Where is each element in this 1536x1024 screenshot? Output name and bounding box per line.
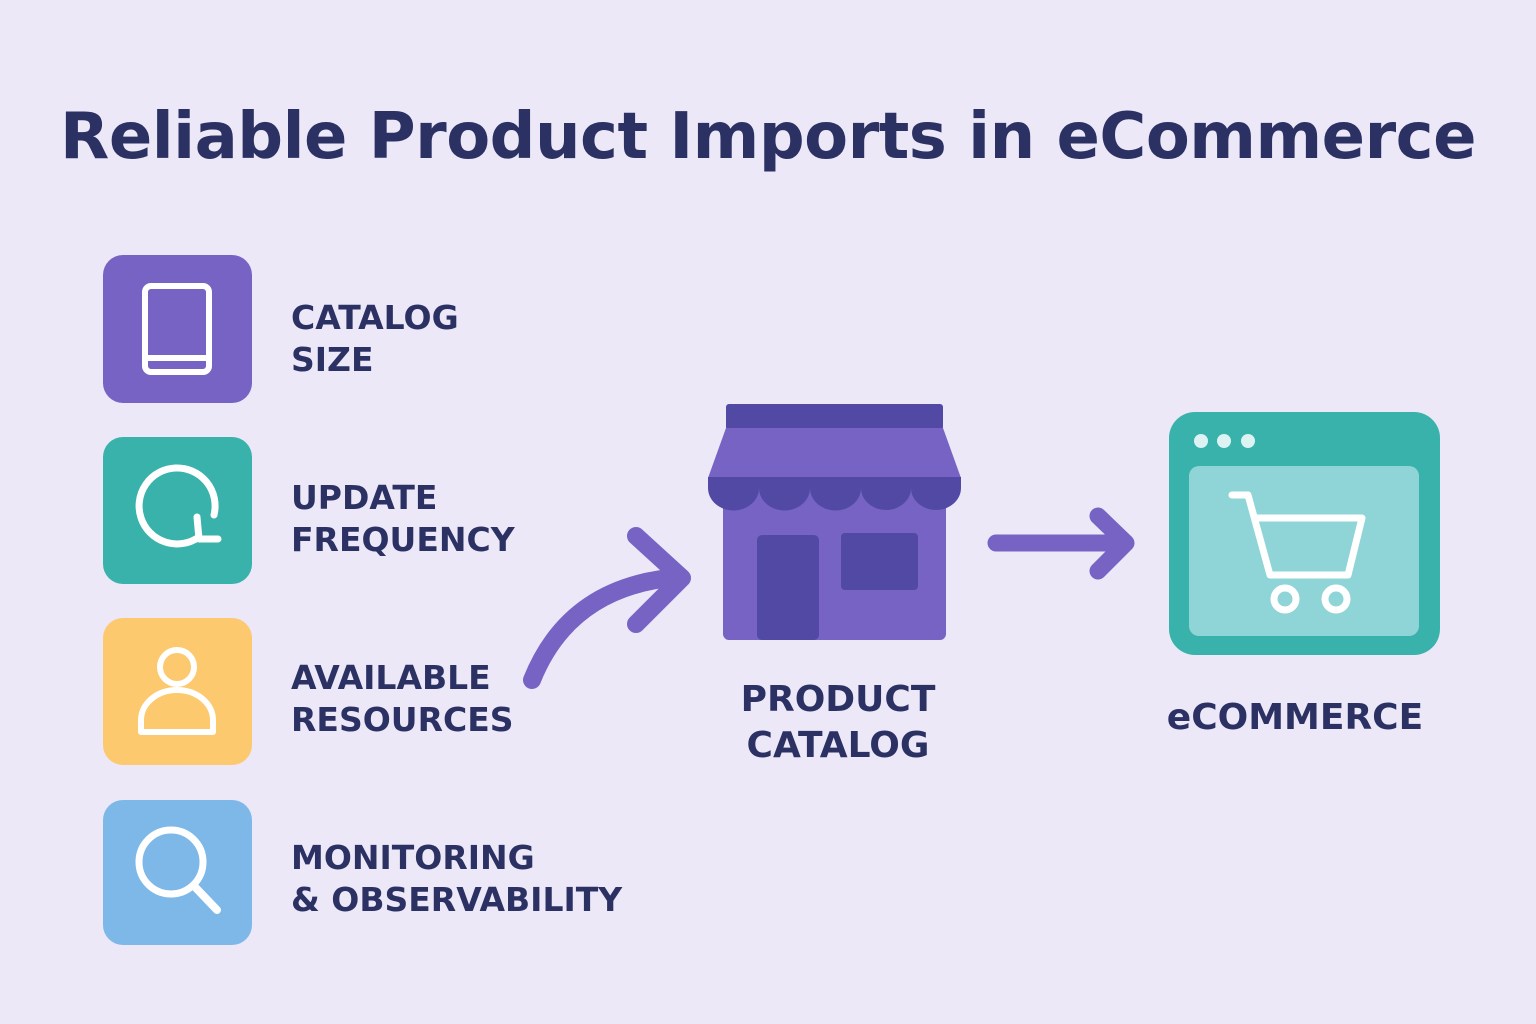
ecommerce-label: eCOMMERCE bbox=[1166, 697, 1424, 738]
page-title: Reliable Product Imports in eCommerce bbox=[60, 100, 1476, 174]
curved-arrow bbox=[523, 527, 691, 689]
available-resources-tile bbox=[103, 618, 252, 765]
user-icon bbox=[138, 647, 216, 735]
search-icon bbox=[135, 826, 221, 914]
straight-arrow bbox=[987, 507, 1135, 580]
shopping-cart-browser-icon bbox=[1169, 412, 1440, 655]
update-frequency-tile bbox=[103, 437, 252, 584]
monitoring-tile bbox=[103, 800, 252, 945]
catalog-size-tile bbox=[103, 255, 252, 403]
factor-label-monitoring: MONITORING& OBSERVABILITY bbox=[291, 838, 623, 919]
refresh-icon bbox=[135, 464, 222, 548]
store-icon bbox=[708, 404, 961, 640]
book-icon bbox=[142, 283, 212, 375]
